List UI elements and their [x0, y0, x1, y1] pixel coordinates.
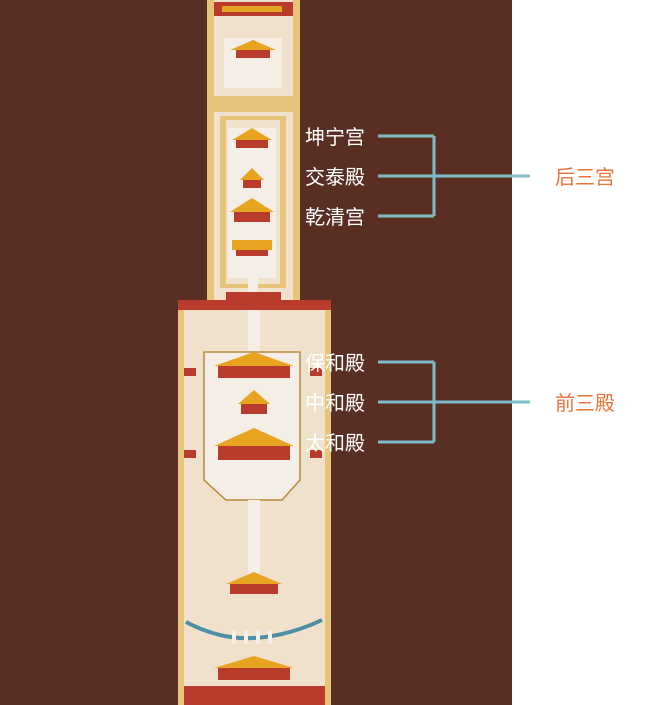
hall-label: 交泰殿: [305, 165, 365, 189]
group-label: 前三殿: [555, 391, 615, 415]
rear-complex: [207, 0, 300, 300]
hall-label: 乾清宫: [305, 205, 365, 229]
hall-label: 保和殿: [305, 351, 365, 375]
hall-label: 太和殿: [305, 431, 365, 455]
hall-label: 坤宁宫: [305, 125, 365, 149]
front-complex: [178, 300, 331, 705]
hall-label: 中和殿: [305, 391, 365, 415]
group-label: 后三宫: [555, 165, 615, 189]
